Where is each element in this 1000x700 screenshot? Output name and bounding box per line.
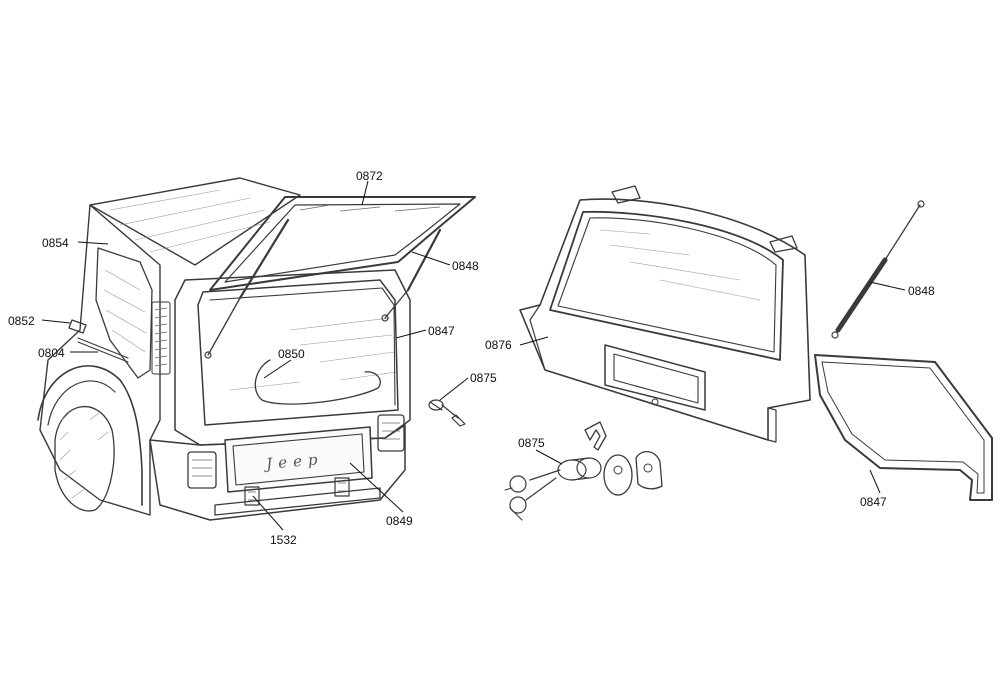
callout-0848-right: 0848 xyxy=(908,284,935,298)
lock-cylinder-left xyxy=(428,399,466,427)
callout-0847-left: 0847 xyxy=(428,324,455,338)
callout-0804: 0804 xyxy=(38,346,65,360)
callout-0850: 0850 xyxy=(278,347,305,361)
weatherstrip-seal-right xyxy=(814,354,993,501)
callout-leaders xyxy=(41,180,906,531)
callout-0872: 0872 xyxy=(356,169,383,183)
callout-1532: 1532 xyxy=(270,533,297,547)
callout-0849: 0849 xyxy=(386,514,413,528)
jeep-rear-illustration: Jeep xyxy=(37,177,476,521)
callout-0875-right: 0875 xyxy=(518,436,545,450)
callout-labels: 0872 0854 0848 0852 0847 0804 0850 0875 … xyxy=(8,169,935,547)
liftgate-illustration xyxy=(504,185,993,521)
callout-0875-left: 0875 xyxy=(470,371,497,385)
callout-0852: 0852 xyxy=(8,314,35,328)
callout-0854: 0854 xyxy=(42,236,69,250)
lock-set-right xyxy=(504,421,663,521)
tailgate-emblem: Jeep xyxy=(262,450,324,473)
gas-strut-right xyxy=(831,200,925,339)
callout-0847-right: 0847 xyxy=(860,495,887,509)
callout-0876: 0876 xyxy=(485,338,512,352)
callout-0848-left: 0848 xyxy=(452,259,479,273)
